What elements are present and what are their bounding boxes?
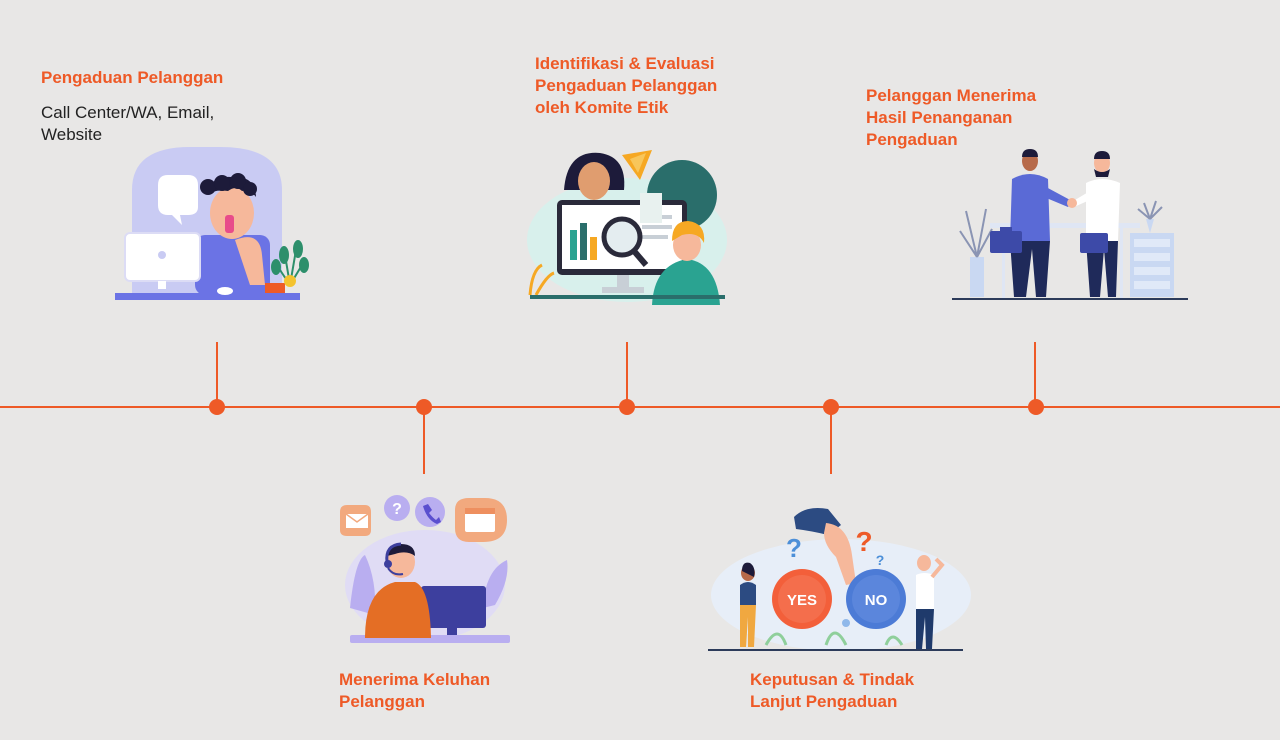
yes-no-decision-illustration: ? ? ? YES NO [708,508,971,651]
timeline-node-5 [1028,399,1044,415]
step-4-title: Keputusan & Tindak Lanjut Pengaduan [750,670,915,711]
customer-phone-call-illustration [115,147,309,300]
timeline-node-4 [823,399,839,415]
timeline-node-3 [619,399,635,415]
step-5-title: Pelanggan Menerima Hasil Penanganan Peng… [866,86,1037,149]
step-3-title: Identifikasi & Evaluasi Pengaduan Pelang… [535,54,718,117]
no-label: NO [865,592,888,609]
call-center-agent-illustration: ? [340,495,510,643]
yes-label: YES [787,592,817,609]
svg-text:?: ? [855,526,872,557]
step-1-title: Pengaduan Pelanggan [41,68,224,87]
svg-text:?: ? [876,552,885,568]
svg-text:?: ? [392,501,402,518]
timeline-node-1 [209,399,225,415]
timeline-node-2 [416,399,432,415]
data-analysis-illustration [527,150,727,305]
step-2-title: Menerima Keluhan Pelanggan [339,670,491,711]
step-1-description: Call Center/WA, Email, Website [41,103,215,144]
handshake-illustration [952,149,1188,300]
svg-text:?: ? [786,533,802,563]
